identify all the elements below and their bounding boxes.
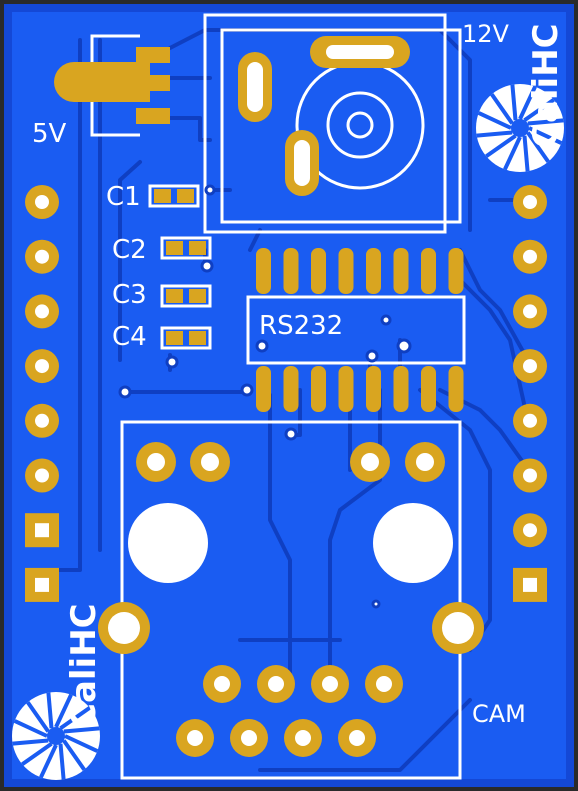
ic-pins: [256, 248, 464, 412]
dc-jack-outline: [203, 13, 447, 234]
header-hole: [35, 304, 49, 319]
logo-text: CaliHC: [526, 23, 566, 148]
header-hole: [35, 413, 49, 428]
ic-pin-bottom: [393, 366, 409, 412]
label-rs232: RS232: [259, 311, 343, 341]
capacitor-group: [148, 184, 212, 350]
label-c3: C3: [112, 280, 147, 310]
header-left: [25, 185, 59, 602]
ic-pin-bottom: [283, 366, 299, 412]
label-c4: C4: [112, 322, 147, 352]
logo-text: CaliHC: [64, 603, 104, 728]
ic-pin-bottom: [421, 366, 436, 412]
header-hole: [523, 413, 537, 428]
capacitor-1: [148, 184, 200, 208]
ic-pin-bottom: [338, 366, 354, 412]
header-hole: [35, 468, 49, 483]
logo-bottom-left: CaliHC: [12, 603, 104, 780]
ic-pin-top: [311, 248, 326, 294]
logo-top-right: CaliHC: [476, 23, 566, 172]
ic-pin-top: [366, 248, 381, 294]
vias: [118, 184, 412, 609]
capacitor-4: [160, 326, 212, 350]
ic-pin-bottom: [311, 366, 326, 412]
capacitor-2: [160, 236, 212, 260]
ic-pin-top: [421, 248, 436, 294]
dc-jack-inner-outline: [220, 28, 462, 224]
ic-pin-bottom: [256, 366, 271, 412]
label-c2: C2: [112, 235, 147, 265]
header-hole: [35, 359, 49, 374]
silkscreen-layer: [90, 13, 466, 780]
ic-pin-top: [338, 248, 354, 294]
label-5v: 5V: [32, 119, 67, 149]
header-hole: [523, 577, 537, 592]
header-hole: [35, 249, 49, 264]
label-12v: 12V: [462, 20, 510, 48]
header-hole: [523, 249, 537, 264]
capacitor-3: [160, 284, 212, 308]
dc-jack: [238, 36, 425, 196]
header-hole: [523, 195, 537, 209]
ic-pin-top: [256, 248, 271, 294]
header-hole: [523, 468, 537, 483]
ic-outline: [246, 295, 466, 365]
header-hole: [35, 577, 49, 592]
ic-pin-bottom: [366, 366, 381, 412]
cam-connector-outline: [120, 420, 462, 780]
ic-pin-top: [283, 248, 299, 294]
ic-pin-top: [448, 248, 464, 294]
header-right: [513, 185, 547, 602]
header-hole: [523, 523, 537, 538]
label-c1: C1: [106, 182, 141, 212]
header-hole: [523, 304, 537, 319]
header-hole: [35, 523, 49, 538]
regulator: [54, 47, 170, 124]
header-hole: [35, 195, 49, 209]
label-cam: CAM: [472, 700, 526, 728]
cam-connector: [98, 442, 484, 757]
header-hole: [523, 359, 537, 374]
ic-pin-top: [393, 248, 409, 294]
fan-burst-icon: [476, 84, 564, 172]
ic-pin-bottom: [448, 366, 464, 412]
fan-burst-icon: [12, 692, 100, 780]
